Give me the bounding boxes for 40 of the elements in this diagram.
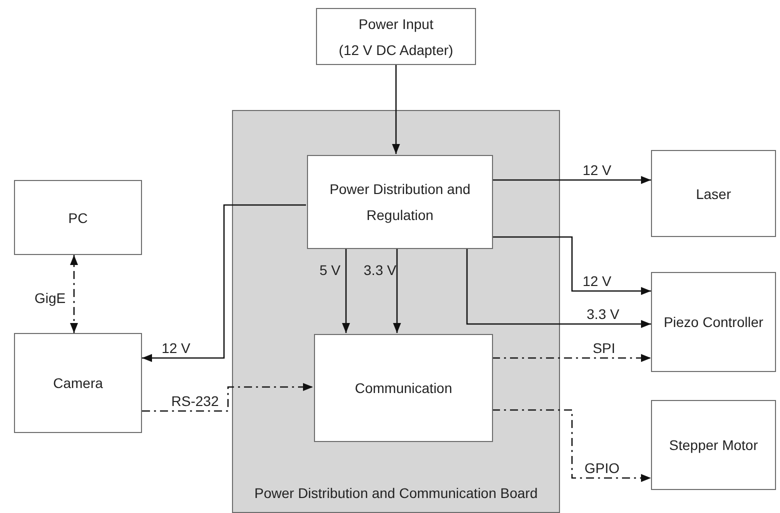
block-label: Piezo Controller [664,313,764,332]
edge-label: GPIO [584,459,620,478]
signal-arrow [492,409,651,482]
edge-label: 12 V [162,339,190,358]
board-panel [232,110,560,513]
signal-arrow [492,354,651,362]
block-label: Power Distribution and Regulation [328,180,472,225]
block-label: Laser [696,184,732,204]
block-box [316,8,476,65]
block-label: Camera [53,374,103,393]
power-arrow [492,236,651,295]
power-arrow [342,248,350,333]
power-arrow [393,248,401,333]
block-label: Power Input [358,14,434,34]
block-box [314,334,493,442]
edge-label: 12 V [582,161,612,180]
block-box [14,180,142,255]
edge-label: SPI [592,339,616,358]
power-arrow [142,204,306,362]
block-box [651,272,776,372]
block-label: Communication [354,379,452,398]
edge-label: GigE [34,289,66,308]
edge-label: 3.3 V [586,305,620,324]
power-arrow [466,248,651,328]
block-box [14,333,142,433]
power-arrow [492,176,651,184]
block-label: PC [68,208,88,228]
edge-label: 12 V [582,272,612,291]
block-box [307,155,493,249]
edge-label: RS-232 [171,392,219,411]
block-box [651,400,776,490]
edge-label: 3.3 V [364,261,396,280]
signal-arrow [70,255,78,333]
signal-arrow [142,383,313,412]
power-arrow [392,65,400,154]
board-label: Power Distribution and Communication Board [253,484,539,503]
edge-label: 5 V [320,261,340,280]
block-label: Stepper Motor [669,436,758,455]
block-box [651,150,776,237]
block-label: (12 V DC Adapter) [338,40,454,60]
